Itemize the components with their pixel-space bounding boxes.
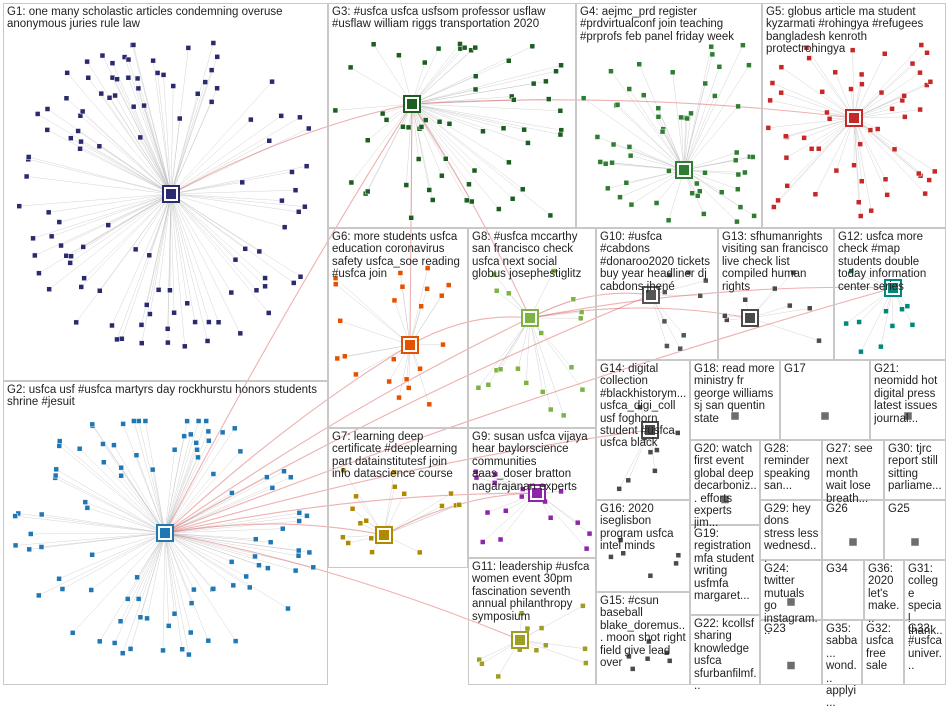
group-box-g16: G16: 2020 iseglisbon program usfca intel… [596, 500, 690, 592]
group-label-g10: G10: #usfca #cabdons #donaroo2020 ticket… [600, 231, 715, 293]
group-box-g32: G32: usfca free sale [862, 620, 904, 685]
group-box-g29: G29: hey dons stress less wednesd... [760, 500, 822, 560]
group-label-g12: G12: usfca more check #map students doub… [838, 231, 943, 293]
group-label-g36: G36: 2020 let's make... [868, 563, 901, 625]
group-box-g27: G27: see next month wait lose breath... [822, 440, 884, 500]
group-label-g14: G14: digital collection #blackhistorym..… [600, 363, 687, 450]
group-label-g28: G28: reminder speaking san... [764, 443, 819, 493]
group-label-g16: G16: 2020 iseglisbon program usfca intel… [600, 503, 687, 553]
group-label-g20: G20: watch first event global deep decar… [694, 443, 757, 530]
group-box-g35: G35: sabba... wond... applyi... [822, 620, 862, 685]
group-box-g15: G15: #csun baseball blake_doremus... moo… [596, 592, 690, 685]
group-box-g26: G26 [822, 500, 884, 560]
group-box-g11: G11: leadership #usfca women event 30pm … [468, 558, 596, 685]
group-box-g25: G25 [884, 500, 946, 560]
group-box-g22: G22: kcollsf sharing knowledge usfca sfu… [690, 615, 760, 685]
group-box-g21: G21: neomidd hot digital press latest is… [870, 360, 946, 440]
group-label-g30: G30: tjrc report still sitting parliame.… [888, 443, 943, 493]
group-box-g28: G28: reminder speaking san... [760, 440, 822, 500]
group-label-g11: G11: leadership #usfca women event 30pm … [472, 561, 593, 623]
group-label-g17: G17 [784, 363, 867, 375]
group-box-g6: G6: more students usfca education corona… [328, 228, 468, 428]
group-box-g33: G33: #usfca univer... [904, 620, 946, 685]
group-box-g2: G2: usfca usf #usfca martyrs day rockhur… [3, 381, 328, 685]
group-label-g24: G24: twitter mutuals go instagram... [764, 563, 819, 637]
group-box-g10: G10: #usfca #cabdons #donaroo2020 ticket… [596, 228, 718, 360]
group-box-g31: G31: college special thank... [904, 560, 946, 620]
group-box-g36: G36: 2020 let's make... [864, 560, 904, 620]
group-label-g2: G2: usfca usf #usfca martyrs day rockhur… [7, 384, 325, 409]
group-label-g6: G6: more students usfca education corona… [332, 231, 465, 281]
group-box-g24: G24: twitter mutuals go instagram... [760, 560, 822, 620]
group-label-g21: G21: neomidd hot digital press latest is… [874, 363, 943, 425]
group-box-g19: G19: registration mfa student writing us… [690, 525, 760, 615]
group-label-g9: G9: susan usfca vijaya hear baylorscienc… [472, 431, 593, 493]
group-label-g27: G27: see next month wait lose breath... [826, 443, 881, 505]
group-box-g12: G12: usfca more check #map students doub… [834, 228, 946, 360]
group-label-g8: G8: #usfca mccarthy san francisco check … [472, 231, 593, 281]
group-box-g9: G9: susan usfca vijaya hear baylorscienc… [468, 428, 596, 558]
group-box-g30: G30: tjrc report still sitting parliame.… [884, 440, 946, 500]
group-box-g5: G5: globus article ma student kyzarmati … [762, 3, 946, 228]
network-graph: G1: one many scholastic articles condemn… [0, 0, 950, 688]
group-label-g13: G13: sfhumanrights visiting san francisc… [722, 231, 831, 293]
group-label-g25: G25 [888, 503, 943, 515]
group-label-g33: G33: #usfca univer... [908, 623, 943, 673]
group-box-g20: G20: watch first event global deep decar… [690, 440, 760, 525]
group-label-g32: G32: usfca free sale [866, 623, 901, 673]
group-label-g34: G34 [826, 563, 861, 575]
group-label-g15: G15: #csun baseball blake_doremus... moo… [600, 595, 687, 669]
group-label-g1: G1: one many scholastic articles condemn… [7, 6, 325, 31]
group-box-g8: G8: #usfca mccarthy san francisco check … [468, 228, 596, 428]
group-box-g17: G17 [780, 360, 870, 440]
group-box-g3: G3: #usfca usfca usfsom professor usflaw… [328, 3, 576, 228]
group-label-g7: G7: learning deep certificate #deeplearn… [332, 431, 465, 481]
group-box-g13: G13: sfhumanrights visiting san francisc… [718, 228, 834, 360]
group-box-g34: G34 [822, 560, 864, 620]
group-box-g18: G18: read more ministry fr george willia… [690, 360, 780, 440]
group-box-g7: G7: learning deep certificate #deeplearn… [328, 428, 468, 568]
group-label-g18: G18: read more ministry fr george willia… [694, 363, 777, 425]
group-box-g14: G14: digital collection #blackhistorym..… [596, 360, 690, 500]
group-box-g4: G4: aejmc_prd register #prdvirtualconf j… [576, 3, 762, 228]
group-box-g1: G1: one many scholastic articles condemn… [3, 3, 328, 381]
group-label-g29: G29: hey dons stress less wednesd... [764, 503, 819, 565]
group-label-g19: G19: registration mfa student writing us… [694, 528, 757, 602]
group-label-g35: G35: sabba... wond... applyi... [826, 623, 859, 710]
group-label-g5: G5: globus article ma student kyzarmati … [766, 6, 943, 56]
group-label-g22: G22: kcollsf sharing knowledge usfca sfu… [694, 618, 757, 692]
group-label-g4: G4: aejmc_prd register #prdvirtualconf j… [580, 6, 759, 43]
group-label-g3: G3: #usfca usfca usfsom professor usflaw… [332, 6, 573, 31]
